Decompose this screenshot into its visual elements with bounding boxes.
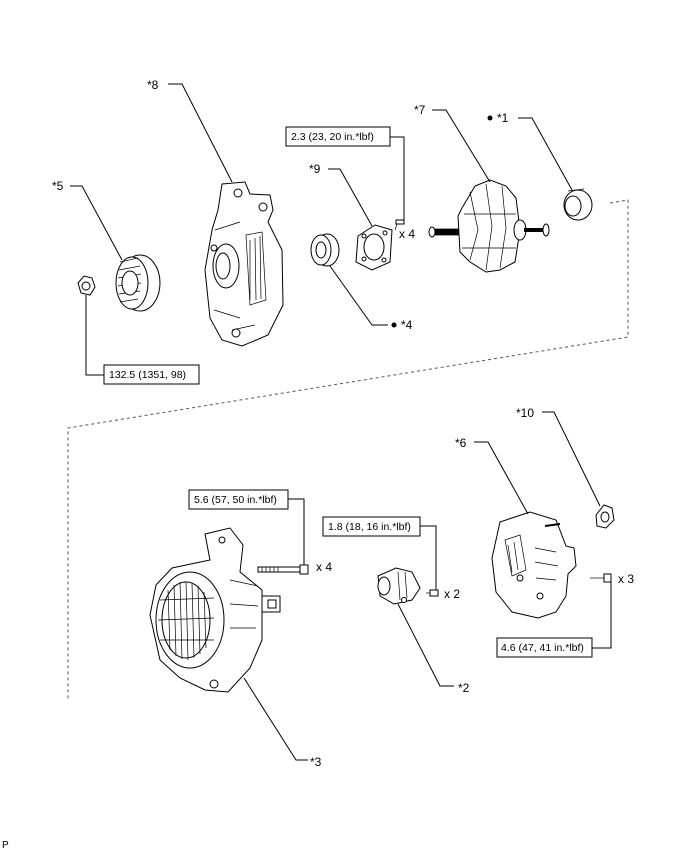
quantity-brush-screws: x 2 [444, 587, 460, 601]
torque-text-rear-cover: 4.6 (47, 41 in.*lbf) [501, 642, 584, 654]
non-reusable-dot-c1 [487, 115, 493, 121]
non-reusable-dot-c4 [391, 322, 397, 328]
brush-holder-part [377, 567, 421, 605]
leader-c4 [329, 265, 388, 326]
leader-c1 [518, 117, 573, 191]
callout-c5: *5 [52, 179, 64, 193]
leader-c9 [328, 168, 373, 227]
torque-box-bearing-retainer [285, 126, 391, 147]
leader-c8 [168, 83, 233, 183]
callout-c9: *9 [309, 162, 321, 176]
rectifier-end-frame-part [149, 527, 281, 693]
callout-c7: *7 [414, 103, 426, 117]
leader-c10 [542, 411, 601, 507]
retainer-screw-part [394, 219, 405, 231]
assembly-divider-line [67, 199, 629, 700]
callout-c8: *8 [147, 78, 159, 92]
torque-text-through-bolt: 5.6 (57, 50 in.*lbf) [194, 494, 277, 506]
callout-c1: *1 [497, 111, 509, 125]
callout-c2: *2 [458, 681, 470, 695]
quantity-retainer-screws: x 4 [399, 227, 415, 241]
torque-box-through-bolt [188, 489, 289, 510]
rotor-assembly-part [428, 179, 550, 273]
leader-pulley-nut-torque [85, 295, 104, 376]
leader-c3 [243, 677, 308, 761]
pulley-nut-part [77, 275, 96, 296]
torque-text-pulley-nut: 132.5 (1351, 98) [109, 369, 186, 381]
pulley-part [115, 254, 161, 312]
quantity-cover-bolts: x 3 [618, 572, 634, 586]
bearing-cover-part [563, 188, 593, 221]
quantity-through-bolts: x 4 [316, 560, 332, 574]
torque-text-bearing-retainer: 2.3 (23, 20 in.*lbf) [291, 131, 374, 143]
callout-c4: *4 [401, 318, 413, 332]
front-bearing-part [310, 233, 340, 267]
callout-c10: *10 [516, 406, 534, 420]
leader-c5 [70, 185, 123, 261]
leader-retainer-torque [390, 136, 405, 220]
drive-end-frame-part [204, 181, 284, 347]
leader-rear-cover-torque [592, 582, 612, 649]
leader-through-bolt-torque [288, 498, 305, 565]
leader-c6 [474, 441, 529, 515]
leader-c7 [432, 109, 491, 183]
rear-cover-bolt-part [590, 573, 612, 583]
callout-c6: *6 [455, 436, 467, 450]
through-bolt-part [257, 564, 309, 575]
rear-end-cover-part [491, 511, 577, 619]
bearing-retainer-plate-part [355, 224, 393, 271]
corner-mark: P [2, 840, 9, 851]
brush-holder-screw-part [426, 589, 439, 597]
leader-brush-torque [420, 525, 437, 590]
torque-text-brush-holder: 1.8 (18, 16 in.*lbf) [328, 521, 411, 533]
torque-box-brush-holder [322, 516, 421, 537]
torque-box-pulley-nut [103, 364, 200, 385]
leader-c2 [397, 603, 454, 687]
torque-box-rear-cover [496, 637, 593, 658]
callout-c3: *3 [310, 755, 322, 769]
terminal-insulator-part [595, 504, 615, 529]
